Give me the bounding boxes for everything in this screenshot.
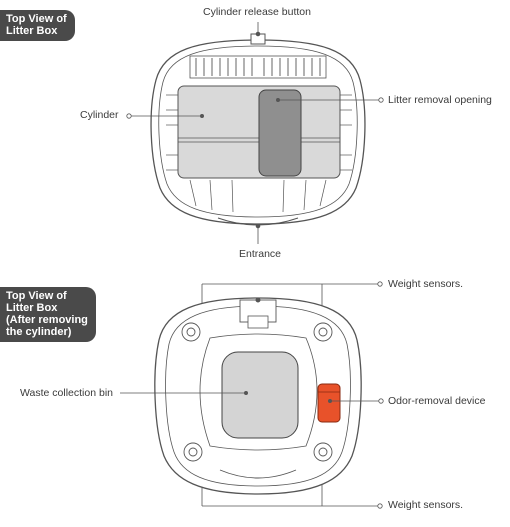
waste-bin-label: Waste collection bin: [20, 387, 113, 399]
diagram1-title-line-2: Litter Box: [6, 25, 58, 37]
weight-sensors-bottom-label: Weight sensors.: [388, 499, 464, 511]
litter-removal-opening: [258, 89, 302, 177]
diagram2-leader-lines: [120, 390, 384, 404]
diagram2-title-line-3: (After removing: [6, 314, 88, 326]
diagram2-title-line-4: the cylinder): [6, 326, 72, 338]
diagram2-title-line-1: Top View of: [6, 290, 67, 302]
diagram2-title-badge: Top View of Litter Box (After removing t…: [0, 287, 96, 342]
diagram1-title-line-1: Top View of: [6, 13, 67, 25]
release-button-label: Cylinder release button: [203, 6, 311, 18]
inner-frame: [199, 333, 318, 451]
weight-sensors-top-label: Weight sensors.: [388, 278, 464, 290]
litter-box-top-view: [126, 22, 384, 244]
odor-device-label: Odor-removal device: [388, 395, 486, 407]
waste-collection-bin: [221, 351, 299, 439]
top-grille: [189, 55, 327, 79]
diagram1-title-badge: Top View of Litter Box: [0, 10, 75, 41]
weight-sensor-top-left-icon: [181, 322, 201, 342]
base-inner-rim: [165, 305, 351, 487]
litter-box-inner-rim: [158, 45, 358, 218]
litter-opening-label: Litter removal opening: [388, 94, 492, 106]
bottom-ribs: [189, 179, 327, 213]
grille-ribs: [195, 58, 321, 76]
side-ribs: [166, 94, 352, 171]
entrance-label: Entrance: [239, 248, 282, 260]
base-entrance: [219, 469, 297, 479]
weight-sensor-bottom-right-icon: [313, 442, 333, 462]
weight-sensor-icons: [181, 322, 333, 462]
litter-box-base-view: [120, 281, 384, 509]
diagram2-title-line-2: Litter Box: [6, 302, 58, 314]
weight-sensor-bottom-left-icon: [183, 442, 203, 462]
odor-removal-device: [317, 383, 341, 423]
weight-sensor-top-right-icon: [313, 322, 333, 342]
diagram1-leader-lines: [126, 97, 384, 119]
cylinder-label: Cylinder: [80, 109, 119, 121]
